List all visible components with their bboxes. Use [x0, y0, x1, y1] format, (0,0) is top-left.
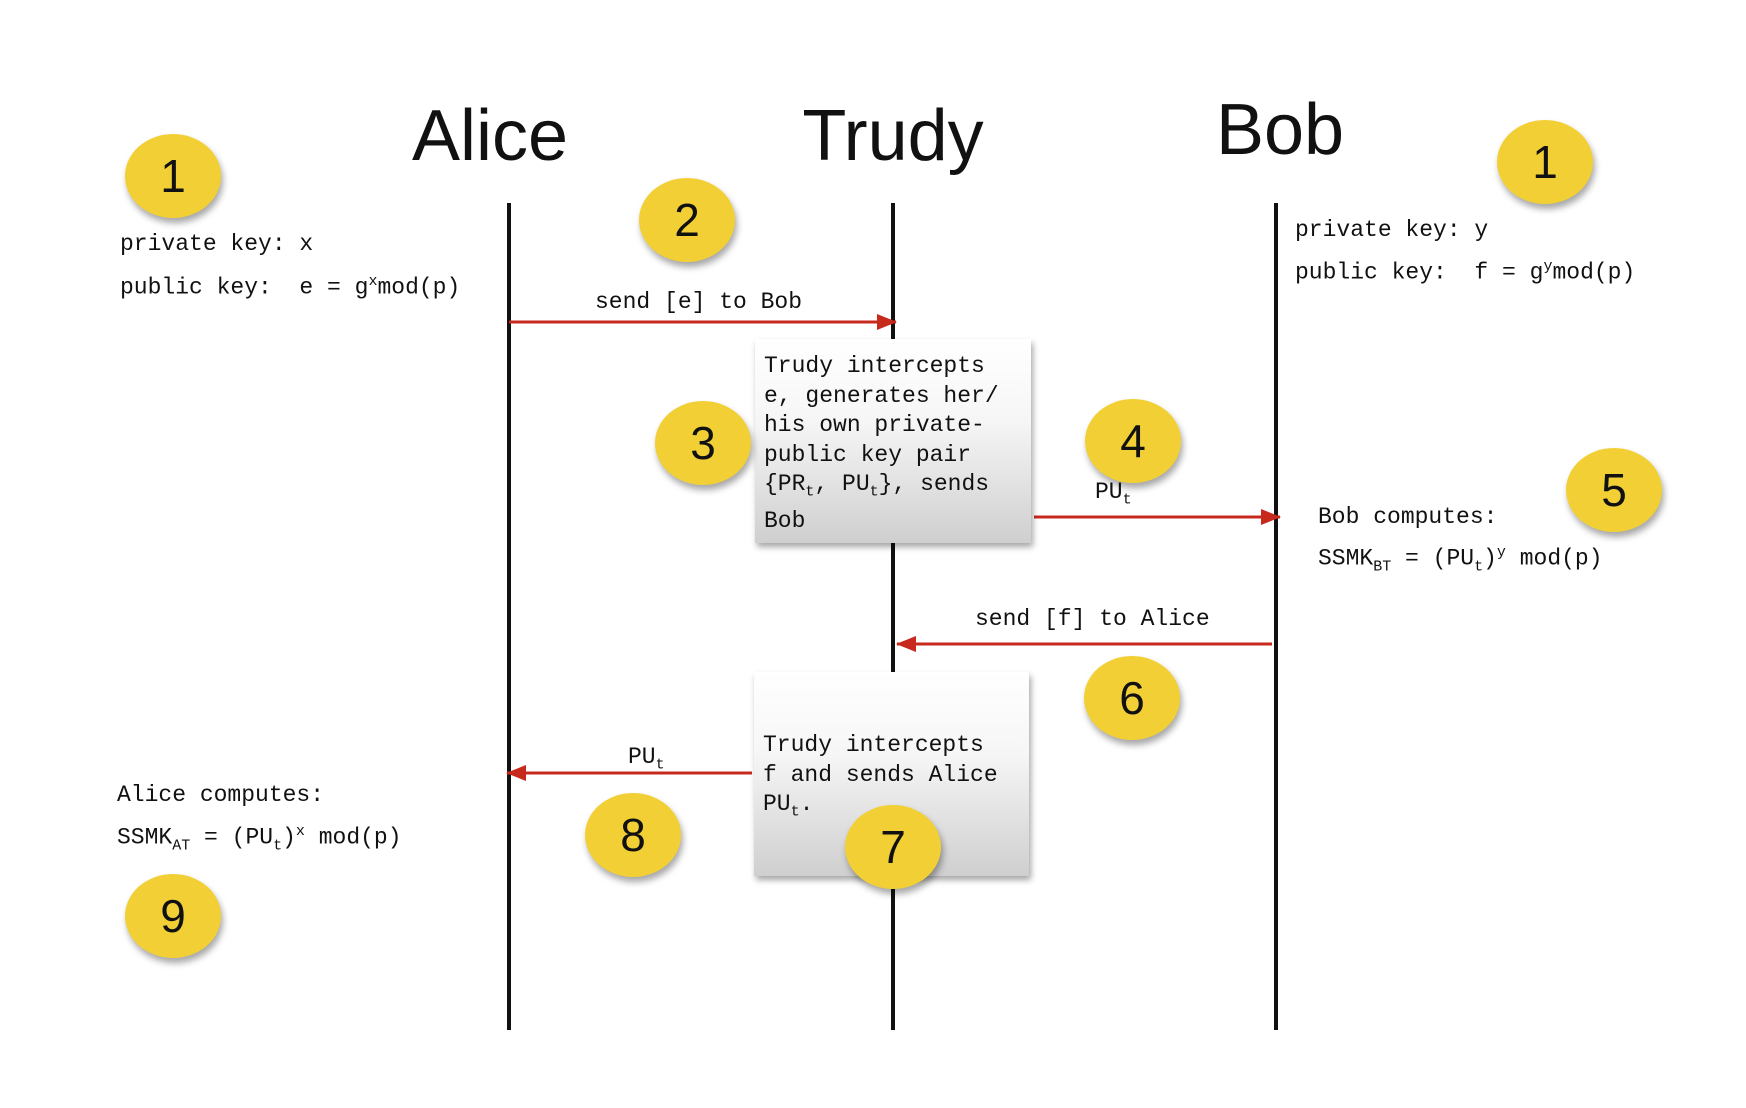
participant-alice: Alice [411, 96, 569, 176]
step-badge-4: 4 [1085, 399, 1181, 483]
lifeline-bob [1274, 203, 1278, 1030]
step-badge-9: 9 [125, 874, 221, 958]
alice-public-key: public key: e = gxmod(p) [120, 273, 461, 301]
bob-computes-heading: Bob computes: [1318, 504, 1498, 530]
bob-private-key: private key: y [1295, 217, 1489, 243]
alice-computes-heading: Alice computes: [117, 782, 325, 808]
step-badge-6: 6 [1084, 656, 1180, 740]
step-badge-3: 3 [655, 401, 751, 485]
step-badge-7: 7 [845, 805, 941, 889]
message-put-to-alice: PUt [628, 744, 665, 774]
lifeline-trudy [891, 203, 895, 1030]
step-badge-5: 5 [1566, 448, 1662, 532]
step-badge-alice-1: 1 [125, 134, 221, 218]
step-badge-2: 2 [639, 178, 735, 262]
bob-public-key: public key: f = gymod(p) [1295, 258, 1636, 286]
message-put-to-bob: PUt [1095, 479, 1132, 509]
participant-trudy: Trudy [802, 96, 984, 176]
step-badge-8: 8 [585, 793, 681, 877]
participant-bob: Bob [1215, 90, 1345, 170]
bob-computes-formula: SSMKBT = (PUt)y mod(p) [1318, 544, 1603, 576]
alice-computes-formula: SSMKAT = (PUt)x mod(p) [117, 823, 402, 855]
lifeline-alice [507, 203, 511, 1030]
step-badge-bob-1: 1 [1497, 120, 1593, 204]
alice-private-key: private key: x [120, 231, 314, 257]
message-send-e: send [e] to Bob [595, 289, 803, 315]
message-send-f: send [f] to Alice [975, 606, 1210, 632]
